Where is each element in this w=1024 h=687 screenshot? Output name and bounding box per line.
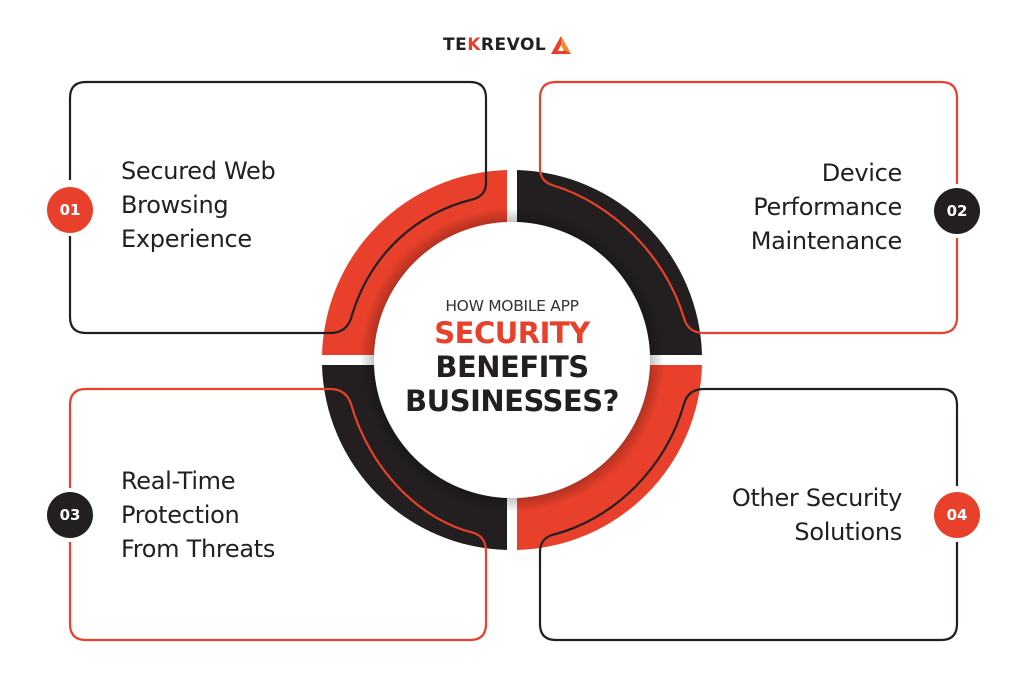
title-line-3: BENEFITS (435, 350, 589, 384)
title-line-4: BUSINESSES? (405, 384, 619, 418)
title-line-2: SECURITY (434, 316, 590, 350)
card-border-04 (538, 387, 959, 642)
card-border-01 (68, 80, 488, 335)
title-line-1: HOW MOBILE APP (445, 297, 579, 315)
item-number-badge-03: 03 (47, 492, 93, 538)
card-border-03 (68, 387, 488, 642)
card-border-02 (538, 80, 959, 335)
item-number-badge-02: 02 (934, 188, 980, 234)
logo-wordmark: TEKREVOL (443, 35, 547, 55)
item-label-02: Device Performance Maintenance (750, 159, 903, 255)
item-number-badge-04: 04 (934, 492, 980, 538)
item-number-badge-01: 01 (47, 187, 93, 233)
item-label-01: Secured Web Browsing Experience (121, 157, 276, 253)
item-label-04: Other Security Solutions (731, 484, 902, 546)
center-title: HOW MOBILE APP SECURITY BENEFITS BUSINES… (392, 296, 632, 418)
item-label-03: Real-Time Protection From Threats (121, 467, 276, 563)
brand-logo: TEKREVOL (443, 34, 572, 56)
triangle-logo-icon (551, 36, 572, 54)
